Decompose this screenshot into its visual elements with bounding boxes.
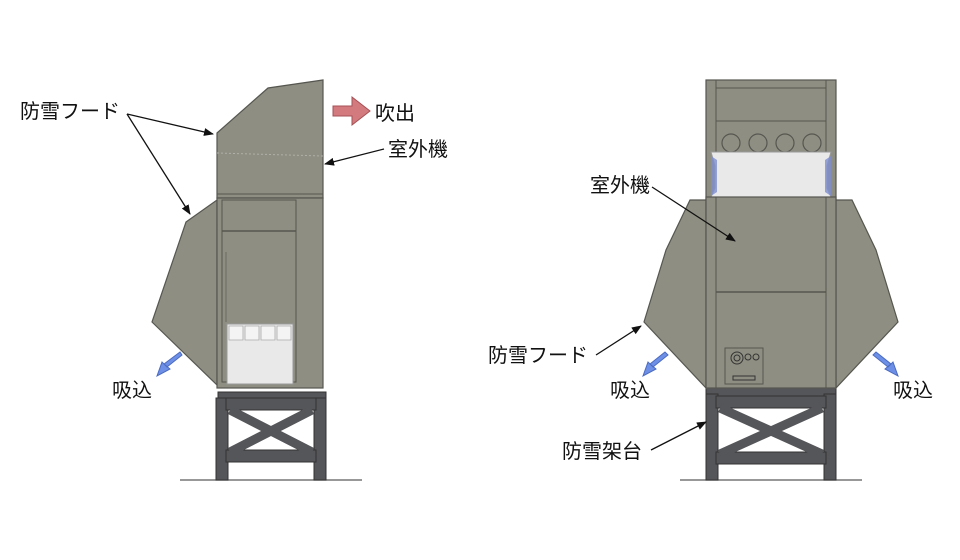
inlet-arrow-icon-right-b [872,351,899,378]
inner-panel-left [226,323,294,385]
label-hood-left: 防雪フード [20,99,120,123]
outlet-hood-left [216,79,324,199]
leader-hood-lower [126,113,191,215]
snow-stand-left [215,391,327,481]
leader-hood-upper [126,113,214,136]
label-inlet-right-b: 吸込 [893,378,933,402]
inlet-hood-right-right [835,199,899,390]
label-unit-right: 室外機 [590,173,650,197]
label-inlet-left: 吸込 [112,378,152,402]
leader-unit-left [324,148,385,166]
service-panel [724,347,764,385]
label-stand: 防雪架台 [562,439,642,463]
front-view: 室外機 防雪フード 吸込 吸込 防雪架台 [488,79,933,481]
side-view: 防雪フード 吹出 室外機 吸込 [20,79,448,481]
inlet-arrow-icon-left [156,351,183,378]
inlet-arrow-icon-right-a [642,351,669,378]
label-unit-left: 室外機 [388,137,448,161]
inlet-hood-right-left [643,199,707,390]
leader-unit-right [651,186,736,242]
label-outlet: 吹出 [375,101,415,125]
inlet-hood-left [151,198,218,387]
label-inlet-right-a: 吸込 [610,378,650,402]
leader-hood-right [595,325,642,356]
outlet-arrow-icon [332,95,371,127]
outlet-opening [710,151,832,198]
leader-stand [650,421,707,451]
label-hood-right: 防雪フード [488,343,588,367]
snow-stand-right [705,387,837,481]
